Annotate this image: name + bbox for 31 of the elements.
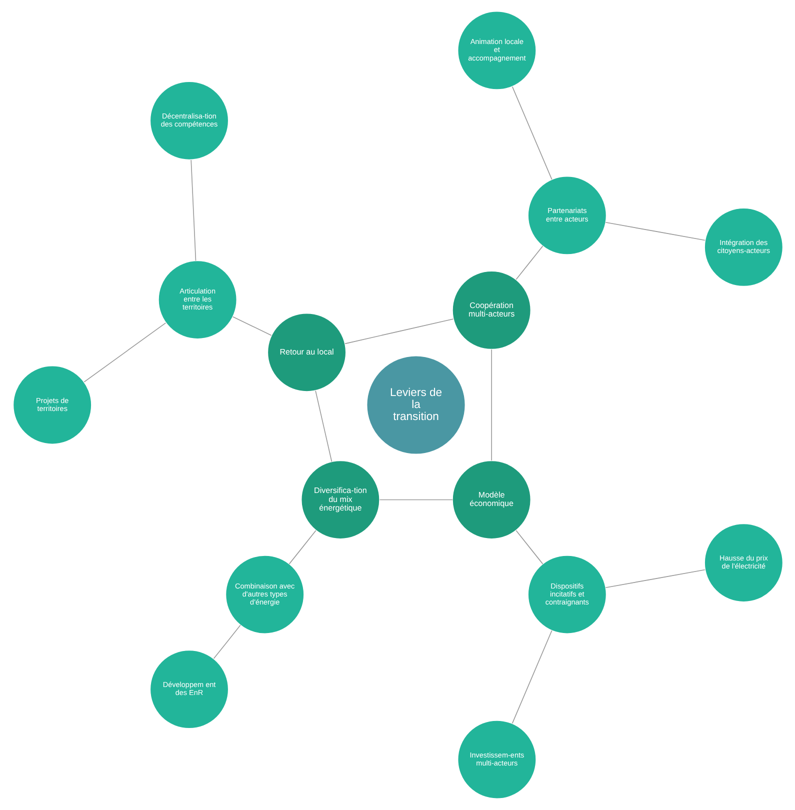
node-circle: Animation locale et accompagnement: [456, 10, 536, 90]
node-circle: Décentralisa-tion des compétences: [149, 81, 228, 160]
node-circle: Investissem-ents multi-acteurs: [456, 720, 536, 800]
connector: [515, 530, 543, 564]
node-circle: Articulation entre les territoires: [158, 260, 237, 340]
connector: [604, 222, 705, 241]
connector: [83, 322, 166, 382]
node-circle: Développem ent des EnR: [149, 650, 228, 729]
node-circle: Combinaison avec d'autres types d'énergie: [224, 555, 304, 634]
connector: [511, 630, 552, 724]
connector: [314, 390, 332, 462]
node-circle: Projets de territoires: [12, 365, 92, 445]
connector: [232, 316, 272, 336]
node-circle: Leviers de la transition: [366, 355, 466, 455]
connector: [288, 530, 316, 564]
node-circle: Diversifica-tion du mix énergétique: [300, 460, 380, 540]
node-circle: Intégration des citoyens-acteurs: [704, 208, 783, 287]
node-circle: Modèle économique: [452, 460, 531, 540]
node-circle: Dispositifs incitatifs et contraignants: [527, 555, 606, 634]
node-circle: Coopération multi-acteurs: [452, 270, 531, 350]
connector: [511, 86, 552, 180]
node-circle: Retour au local: [266, 312, 346, 392]
node-circle: Partenariats entre acteurs: [527, 176, 606, 255]
connector: [190, 160, 196, 262]
connector: [515, 246, 543, 280]
connector: [604, 569, 705, 588]
connector: [344, 318, 454, 344]
connector: [490, 349, 492, 461]
connector: [378, 499, 452, 500]
node-circle: Hausse du prix de l'électricité: [704, 523, 783, 602]
connector: [212, 624, 240, 659]
